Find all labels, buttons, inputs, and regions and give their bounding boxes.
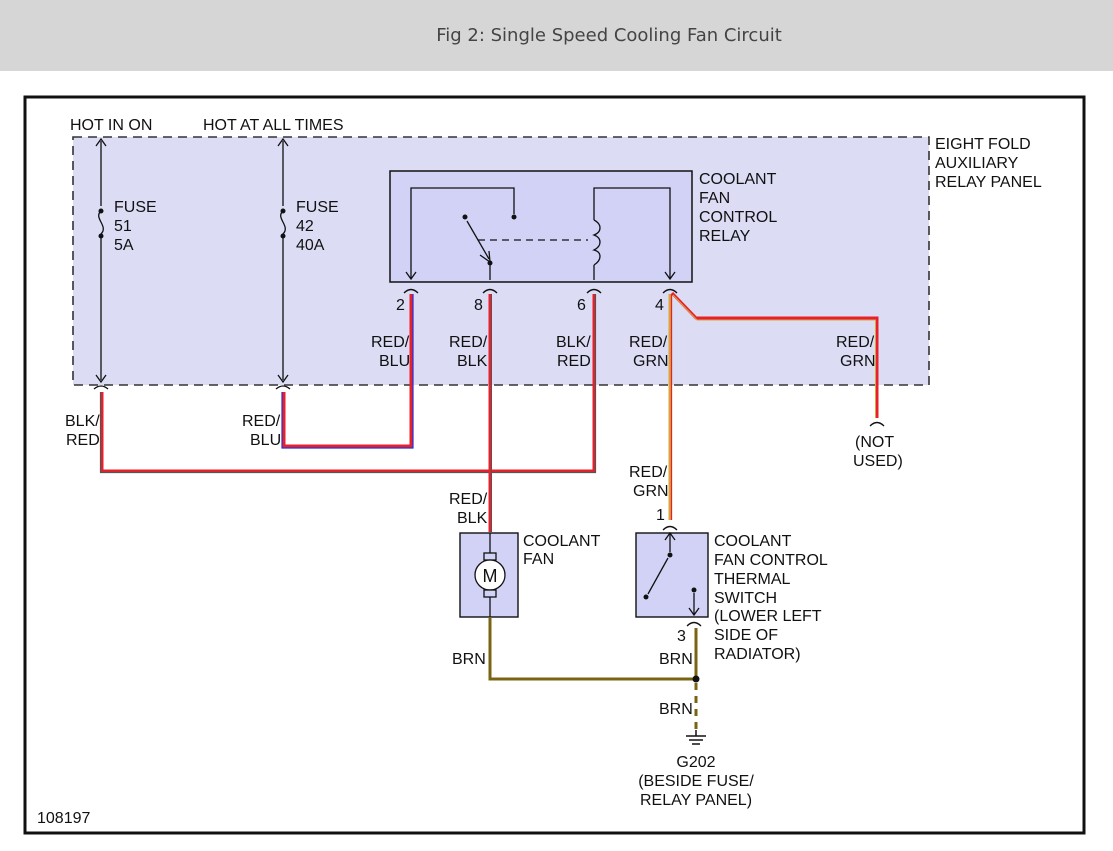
not-used-line-1: (NOT: [855, 434, 894, 451]
figure-title: Fig 2: Single Speed Cooling Fan Circuit: [436, 25, 782, 46]
header-bar: Fig 2: Single Speed Cooling Fan Circuit: [0, 0, 1113, 71]
ground-icon: [686, 730, 706, 745]
ground-name-line-3: RELAY PANEL): [640, 792, 752, 809]
fuse-51-number: 51: [114, 218, 132, 235]
ground-name-line-2: (BESIDE FUSE/: [638, 773, 754, 790]
relay-body: [389, 170, 693, 283]
wire-red-grn-not-used: [670, 291, 879, 418]
not-used-line-2: USED): [853, 453, 903, 470]
wire-label-brn-ground: BRN: [659, 701, 693, 718]
relay-internals: [405, 187, 676, 281]
fuse-42-label: FUSE: [296, 199, 339, 216]
wire-label-red-blu-2: BLU: [379, 353, 410, 370]
thermal-switch-symbol: [643, 525, 702, 627]
wire-label-blk-red-1: BLK/: [556, 334, 591, 351]
wire-red-blk: [488, 294, 492, 532]
relay-pin-8: 8: [474, 297, 483, 314]
wire-label-red-grn-1: RED/: [629, 334, 668, 351]
figure-id: 108197: [37, 810, 90, 827]
panel-name-line-1: EIGHT FOLD: [935, 136, 1031, 153]
relay-pin-2: 2: [396, 297, 405, 314]
not-used-connector: [869, 421, 885, 427]
switch-name-line-7: RADIATOR): [714, 646, 801, 663]
wire-label-red-blu-4: BLU: [250, 432, 281, 449]
wire-label-red-grn-3: RED/: [836, 334, 875, 351]
thermal-switch-pin-1: 1: [656, 507, 665, 524]
relay-pin-4: 4: [655, 297, 664, 314]
hot-at-all-times-label: HOT AT ALL TIMES: [203, 117, 344, 134]
fan-motor-symbol: M: [483, 566, 498, 586]
fuse-42-rating: 40A: [296, 237, 325, 254]
wire-label-red-blk-4: BLK: [457, 510, 488, 527]
wire-label-red-grn-5: RED/: [629, 464, 668, 481]
switch-name-line-1: COOLANT: [714, 533, 792, 550]
hot-in-on-label: HOT IN ON: [70, 117, 152, 134]
ground-name-line-1: G202: [676, 754, 715, 771]
wire-label-red-blu-3: RED/: [242, 413, 281, 430]
fuse-42-number: 42: [296, 218, 314, 235]
thermal-switch-box: [635, 532, 709, 618]
fuse-51-rating: 5A: [114, 237, 134, 254]
fuse-51: [93, 137, 109, 390]
panel-name-line-3: RELAY PANEL: [935, 174, 1042, 191]
wire-label-red-blk-3: RED/: [449, 491, 488, 508]
wire-label-blk-red-2: RED: [557, 353, 591, 370]
switch-name-line-4: SWITCH: [714, 590, 777, 607]
wire-label-red-grn-2: GRN: [633, 353, 669, 370]
relay-name-line-4: RELAY: [699, 228, 751, 245]
switch-name-line-5: (LOWER LEFT: [714, 608, 822, 625]
switch-name-line-2: FAN CONTROL: [714, 552, 828, 569]
relay-name-line-1: COOLANT: [699, 171, 777, 188]
wire-label-brn-switch: BRN: [659, 651, 693, 668]
relay-name-line-2: FAN: [699, 190, 730, 207]
wire-label-red-blk-1: RED/: [449, 334, 488, 351]
wire-label-red-grn-4: GRN: [840, 353, 876, 370]
switch-name-line-3: THERMAL: [714, 571, 791, 588]
relay-pin-6: 6: [577, 297, 586, 314]
wire-label-brn-fan: BRN: [452, 651, 486, 668]
thermal-switch-pin-3: 3: [677, 628, 686, 645]
switch-name-line-6: SIDE OF: [714, 627, 778, 644]
fan-motor-icon: [474, 533, 506, 617]
fan-name-line-1: COOLANT: [523, 533, 601, 550]
wire-label-blk-red-4: RED: [66, 432, 100, 449]
wire-red-blu: [281, 294, 414, 449]
relay-name-line-3: CONTROL: [699, 209, 777, 226]
wire-label-red-blk-2: BLK: [457, 353, 488, 370]
fuse-42: [275, 137, 291, 390]
wire-label-blk-red-3: BLK/: [65, 413, 100, 430]
wire-label-red-blu-1: RED/: [371, 334, 410, 351]
fuse-51-label: FUSE: [114, 199, 157, 216]
wire-red-grn-switch: [668, 294, 673, 520]
wire-blk-red: [99, 294, 597, 474]
fan-name-line-2: FAN: [523, 551, 554, 568]
relay-pin-connectors: [403, 288, 678, 294]
wire-label-red-grn-6: GRN: [633, 483, 669, 500]
wire-brn: [488, 617, 700, 730]
panel-name-line-2: AUXILIARY: [935, 155, 1019, 172]
